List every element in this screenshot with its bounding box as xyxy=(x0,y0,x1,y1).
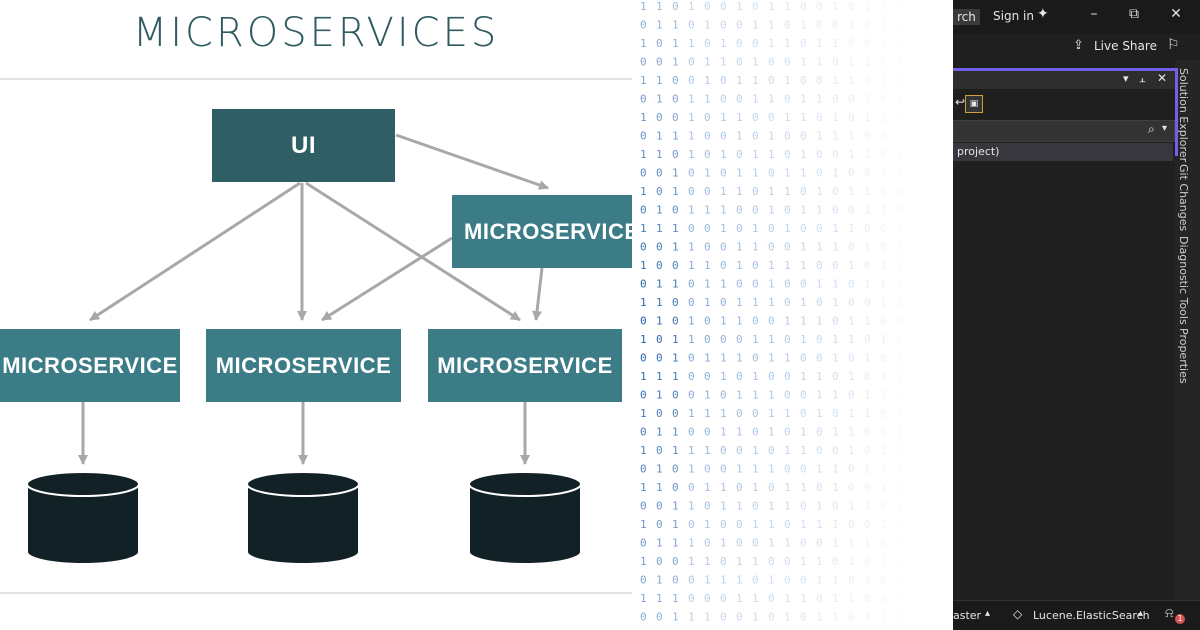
microservices-diagram: MICROSERVICES xyxy=(0,10,632,594)
database-1 xyxy=(26,471,140,565)
status-bar: aster ▴ ◇ Lucene.ElasticSearch ▴ ⍾ 1 xyxy=(953,600,1200,630)
branch-dropdown-icon[interactable]: ▴ xyxy=(985,608,991,619)
toggle-icon[interactable]: ▣ xyxy=(965,95,983,113)
bottom-divider xyxy=(0,592,632,594)
arrow-ui-to-top-service xyxy=(395,133,549,190)
search-icon[interactable]: ⌕ xyxy=(1148,122,1155,136)
repo-dropdown-icon[interactable]: ▴ xyxy=(1138,608,1144,619)
diagram-title: MICROSERVICES xyxy=(132,10,500,56)
restore-icon[interactable]: ⧉ xyxy=(1129,6,1139,22)
arrow-top-service-to-service-2 xyxy=(321,236,453,322)
solution-explorer-header: ▾ ⫠ ✕ xyxy=(953,71,1175,89)
repository-label[interactable]: Lucene.ElasticSearch xyxy=(1033,609,1150,622)
tree-item-label: project) xyxy=(957,145,1000,158)
arrow-ui-to-service-1 xyxy=(89,181,301,322)
close-icon[interactable]: ✕ xyxy=(1170,6,1182,22)
tab-git-changes[interactable]: Git Changes xyxy=(1177,164,1190,232)
database-2 xyxy=(246,471,360,565)
arrow-ui-to-service-3 xyxy=(305,181,521,322)
notification-badge: 1 xyxy=(1175,614,1185,624)
share-icon: ⇪ xyxy=(1073,38,1084,53)
tab-diagnostic-tools[interactable]: Diagnostic Tools xyxy=(1177,236,1190,325)
microservice-node-3: MICROSERVICE xyxy=(428,329,622,402)
tab-solution-explorer[interactable]: Solution Explorer xyxy=(1177,68,1190,163)
diagram-arrows xyxy=(26,133,582,565)
arrow-top-service-to-service-3 xyxy=(532,267,544,321)
feedback-icon[interactable]: ⚐ xyxy=(1167,37,1180,53)
database-3 xyxy=(468,471,582,565)
solution-search-field[interactable]: ⌕ ▾ xyxy=(953,120,1175,142)
back-icon[interactable]: ↩ xyxy=(955,95,966,109)
branch-icon: ◇ xyxy=(1013,607,1023,621)
active-panel-accent xyxy=(953,68,1175,71)
microservice-node-1: MICROSERVICE xyxy=(0,329,180,402)
microservice-node-2: MICROSERVICE xyxy=(206,329,401,402)
person-icon[interactable]: ✦ xyxy=(1037,6,1049,22)
ide-window: rch Sign in ✦ – ⧉ ✕ ⇪ Live Share ⚐ ▾ ⫠ ✕… xyxy=(953,0,1200,630)
live-share-button[interactable]: Live Share xyxy=(1094,39,1157,53)
search-button[interactable]: rch xyxy=(953,9,980,25)
bell-icon[interactable]: ⍾ xyxy=(1165,606,1174,621)
active-tab-indicator xyxy=(1175,68,1178,156)
panel-close-icon[interactable]: ✕ xyxy=(1157,71,1168,85)
sign-in-link[interactable]: Sign in xyxy=(993,9,1034,23)
side-tab-strip: Solution Explorer Git Changes Diagnostic… xyxy=(1175,60,1200,600)
tree-item-project[interactable]: project) xyxy=(953,143,1173,161)
tab-properties[interactable]: Properties xyxy=(1177,328,1190,384)
top-divider xyxy=(0,78,632,80)
pin-icon[interactable]: ⫠ xyxy=(1139,72,1146,85)
minimize-icon[interactable]: – xyxy=(1090,6,1098,22)
top-microservice-node: MICROSERVICE xyxy=(452,195,632,268)
title-bar xyxy=(953,0,1200,34)
branch-label[interactable]: aster xyxy=(953,609,982,622)
dropdown-icon[interactable]: ▾ xyxy=(1123,72,1129,85)
search-options-icon[interactable]: ▾ xyxy=(1162,123,1168,134)
ui-node: UI xyxy=(212,109,395,182)
